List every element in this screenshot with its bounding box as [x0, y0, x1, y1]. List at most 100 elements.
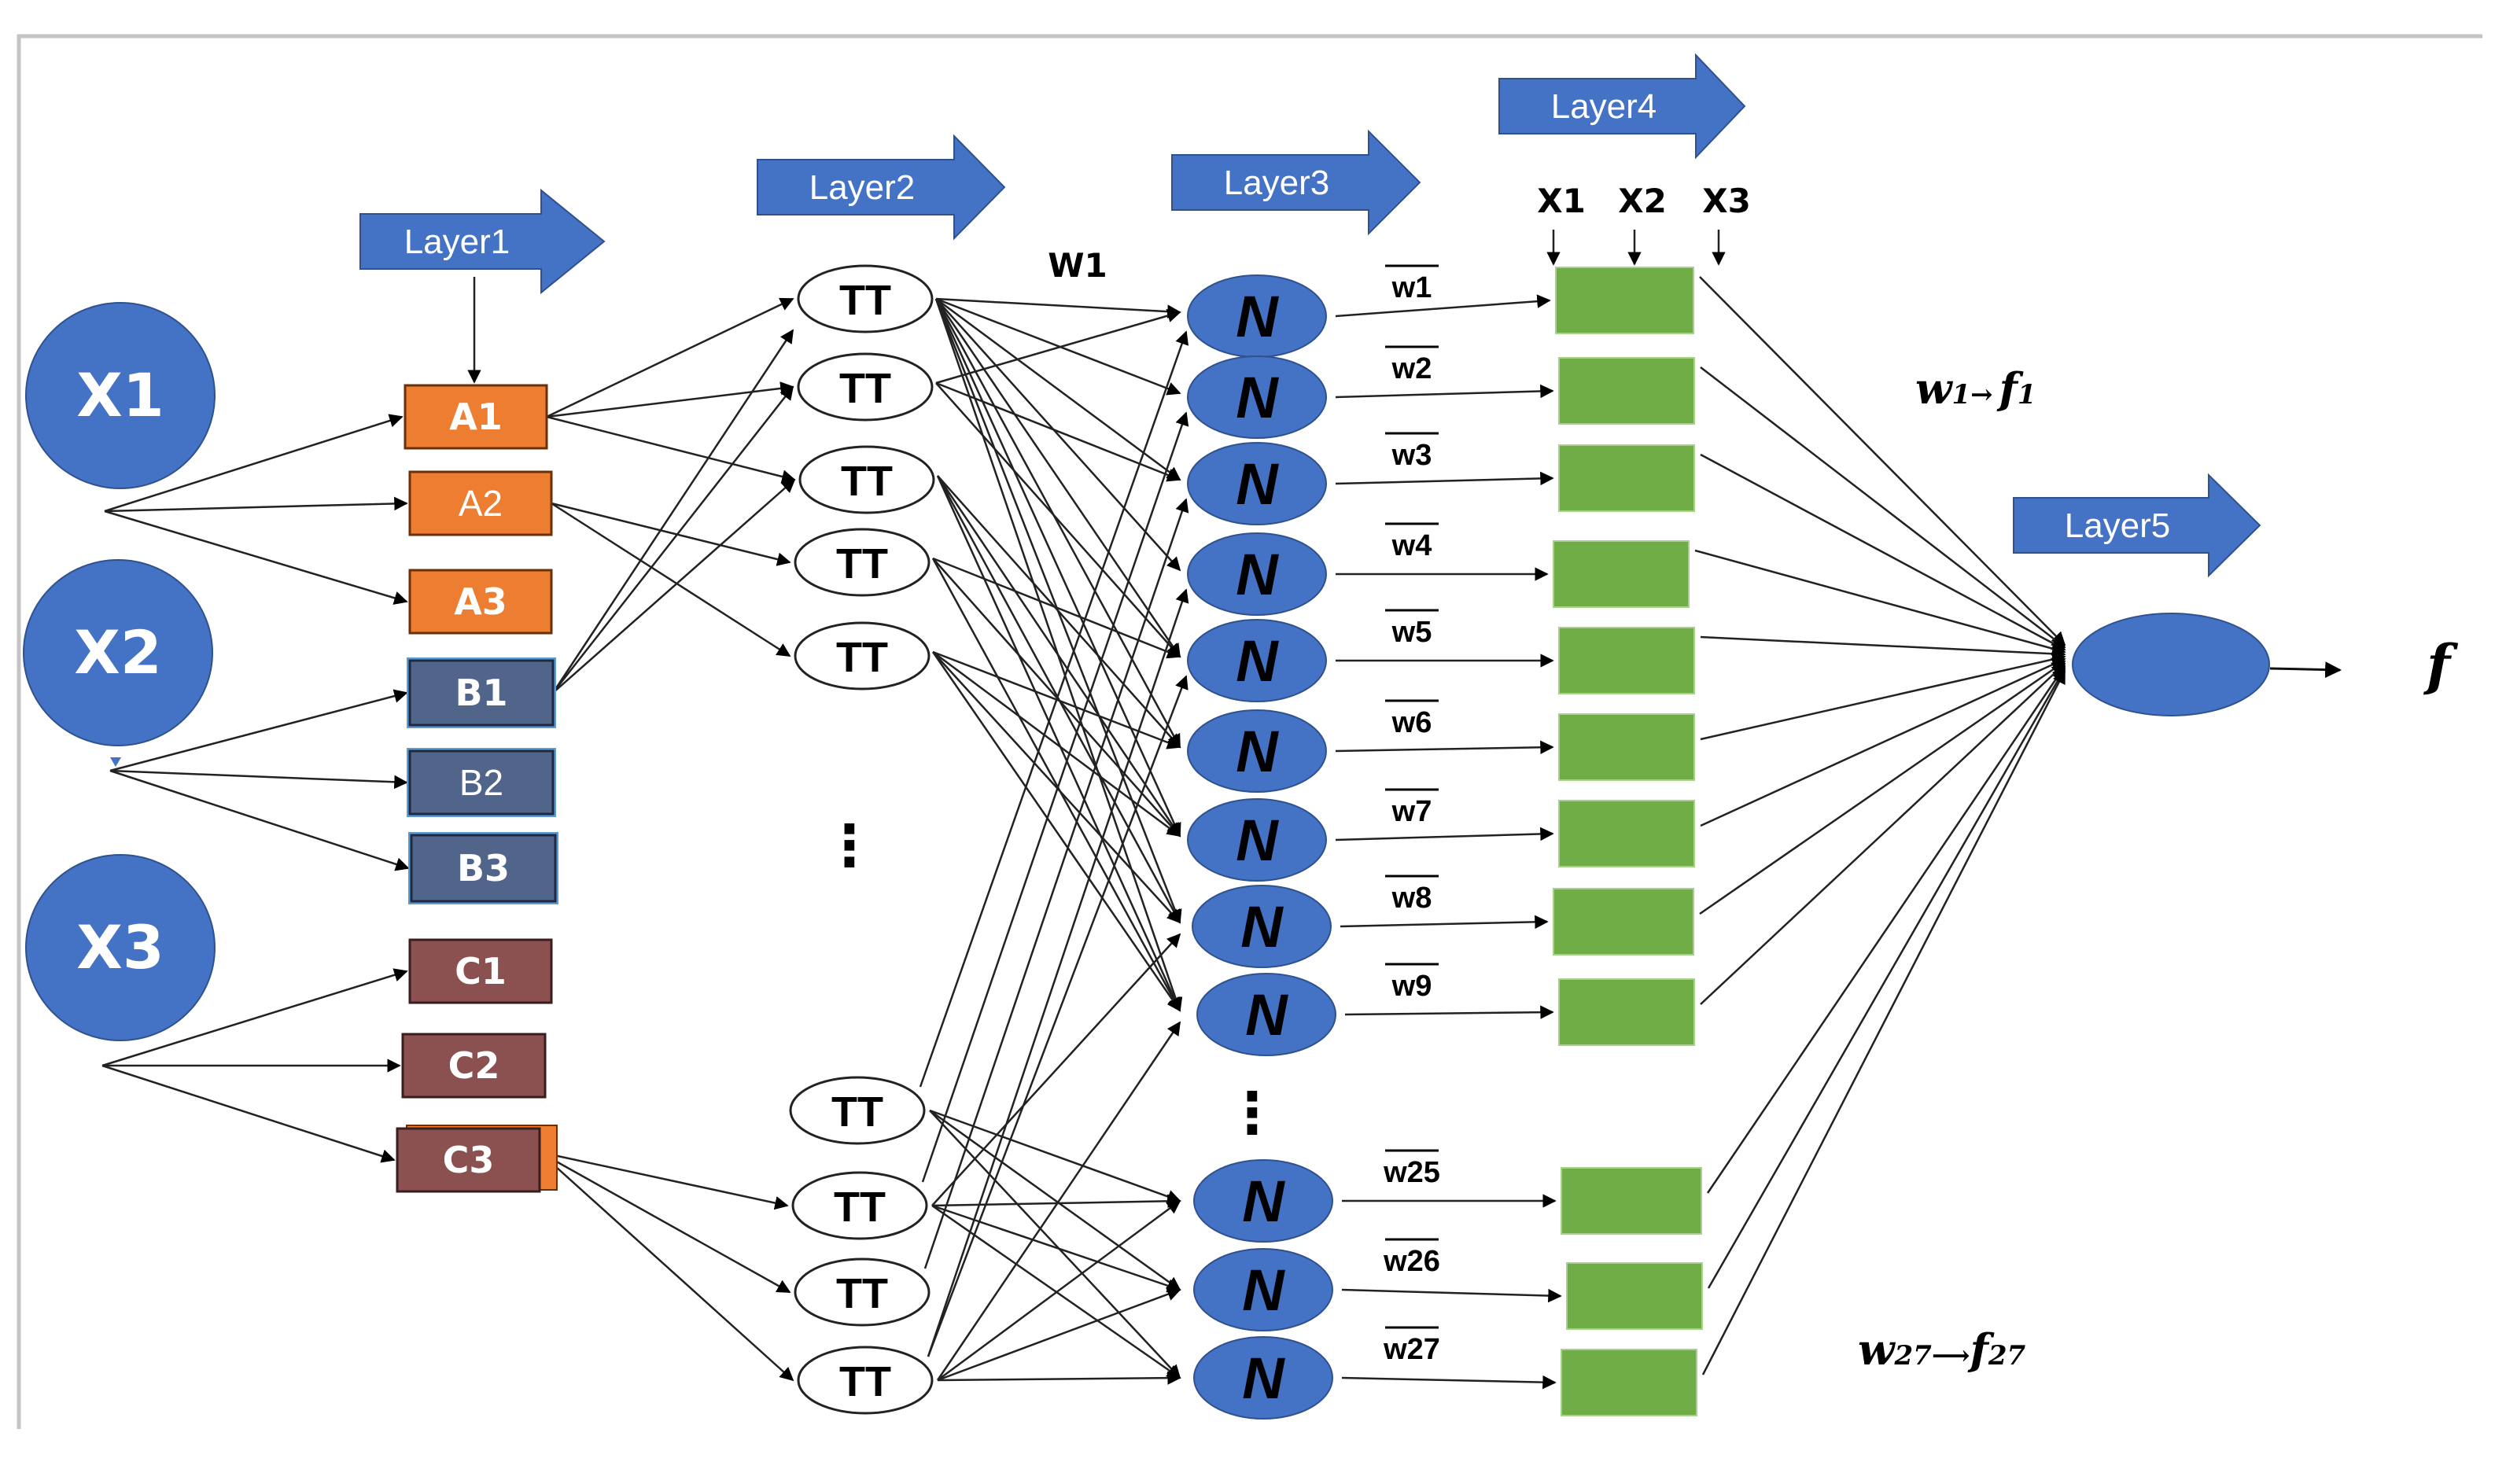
norm-label: N — [1242, 1346, 1285, 1411]
layer-arrow-icon — [1498, 53, 1746, 160]
normalized-weight-label: w1 — [1391, 271, 1432, 304]
norm-to-consequent-edge — [1344, 1005, 1554, 1019]
rule-to-norm-edge — [935, 297, 1181, 396]
norm-to-consequent-edge — [1335, 740, 1554, 755]
mf-label: C2 — [448, 1044, 500, 1087]
consequent-box — [1558, 357, 1695, 425]
rule-to-norm-edge — [931, 1194, 1181, 1209]
norm-label: N — [1236, 719, 1279, 784]
mf-to-rule-edge — [546, 415, 796, 484]
mf-label: C1 — [455, 950, 507, 992]
rule-to-norm-edge — [937, 1199, 1181, 1382]
consequent-box — [1553, 540, 1690, 608]
rule-to-norm-edge — [935, 308, 1181, 385]
mf-to-rule-edge — [546, 381, 794, 418]
mf-box-b1: B1 — [407, 657, 556, 728]
rule-label: TT — [836, 634, 888, 681]
annotation-w1-f1: w1→f1 — [1915, 363, 2036, 414]
mf-to-rule-edge — [551, 502, 791, 566]
mf-box-c3: C3 — [396, 1125, 558, 1193]
input-label: X1 — [76, 360, 164, 430]
norm-ellipsis: ⋮ — [1224, 1080, 1281, 1146]
consequent-to-output-edge — [1707, 667, 2066, 1289]
rule-to-norm-edge — [934, 298, 1181, 658]
norm-label: N — [1236, 542, 1279, 607]
consequent-box — [1561, 1349, 1697, 1416]
normalized-weight-label: w3 — [1391, 439, 1432, 472]
mf-label: B1 — [455, 672, 507, 714]
rule-node-tt: TT — [794, 621, 931, 690]
annotation-w27-arrow: ⟶ — [1932, 1340, 1970, 1372]
annotation-w1-w: w — [1915, 363, 1954, 414]
norm-node-n: N — [1187, 619, 1327, 702]
mf-box-a3: A3 — [408, 569, 553, 635]
input-to-mf-edge — [104, 414, 404, 513]
rule-to-norm-edge — [932, 557, 1181, 659]
mf-to-rule-edge — [539, 1151, 791, 1294]
rule-to-norm-edge — [931, 1204, 1181, 1293]
rule-to-norm-edge — [929, 1109, 1181, 1291]
norm-label: N — [1236, 808, 1279, 873]
rule-to-norm-edge — [927, 588, 1189, 1357]
consequent-to-output-edge — [1700, 652, 2066, 741]
mf-label: C3 — [443, 1139, 495, 1181]
norm-label: N — [1236, 628, 1279, 694]
consequent-box — [1558, 800, 1695, 867]
annotation-w27-w: w — [1858, 1324, 1896, 1375]
mf-to-rule-edge — [546, 297, 794, 418]
layer-label: Layer2 — [809, 168, 916, 207]
normalized-weight-label: w7 — [1391, 795, 1432, 828]
norm-label: N — [1242, 1258, 1285, 1323]
rule-to-norm-edge — [936, 475, 1181, 838]
mf-label: B2 — [459, 762, 503, 803]
rule-label: TT — [836, 540, 888, 587]
consequent-to-output-edge — [1699, 660, 2066, 915]
rule-to-norm-edge — [935, 297, 1181, 481]
consequent-box — [1558, 713, 1695, 781]
rule-to-norm-edge — [937, 1287, 1181, 1382]
mf-to-rule-edge — [551, 329, 794, 694]
rule-node-tt: TT — [791, 1171, 928, 1240]
rule-to-norm-edge — [921, 411, 1189, 1183]
normalized-weight-label: w27 — [1383, 1333, 1440, 1366]
norm-node-n: N — [1196, 973, 1336, 1056]
consequent-to-output-edge — [1694, 549, 2066, 656]
rule-node-tt: TT — [798, 445, 935, 514]
norm-label: N — [1236, 284, 1279, 349]
layer-label: Layer1 — [404, 223, 510, 261]
layer-label: Layer3 — [1224, 164, 1330, 202]
mf-to-rule-edge — [552, 478, 796, 694]
norm-node-n: N — [1187, 798, 1327, 882]
mf-label: B3 — [457, 847, 510, 889]
rule-to-norm-edge — [931, 558, 1181, 1012]
rule-to-norm-edge — [929, 1110, 1181, 1379]
mf-label: A1 — [449, 396, 503, 438]
mf-box-c2: C2 — [401, 1033, 547, 1099]
normalized-weight-label: w5 — [1391, 616, 1432, 649]
norm-node-n: N — [1187, 442, 1327, 525]
rule-to-norm-edge — [934, 298, 1181, 749]
mf-to-rule-edge — [552, 385, 794, 694]
output-edge — [2269, 661, 2342, 679]
norm-to-consequent-edge — [1340, 915, 1549, 930]
rule-label: TT — [831, 1088, 883, 1136]
norm-label: N — [1236, 451, 1279, 517]
consequent-to-output-edge — [1699, 276, 2066, 646]
rule-to-norm-edge — [935, 381, 1181, 482]
norm-label: N — [1242, 1169, 1285, 1234]
consequent-box — [1555, 267, 1694, 334]
mf-to-rule-edge — [539, 1151, 794, 1382]
rule-to-norm-edge — [936, 1021, 1181, 1381]
mf-box-b3: B3 — [408, 832, 558, 904]
input-label: X3 — [76, 912, 164, 982]
consequent-to-output-edge — [1700, 453, 2066, 651]
layer-arrow-icon — [1171, 129, 1421, 236]
norm-label: N — [1240, 894, 1284, 959]
layer-arrow-icon — [757, 134, 1006, 241]
